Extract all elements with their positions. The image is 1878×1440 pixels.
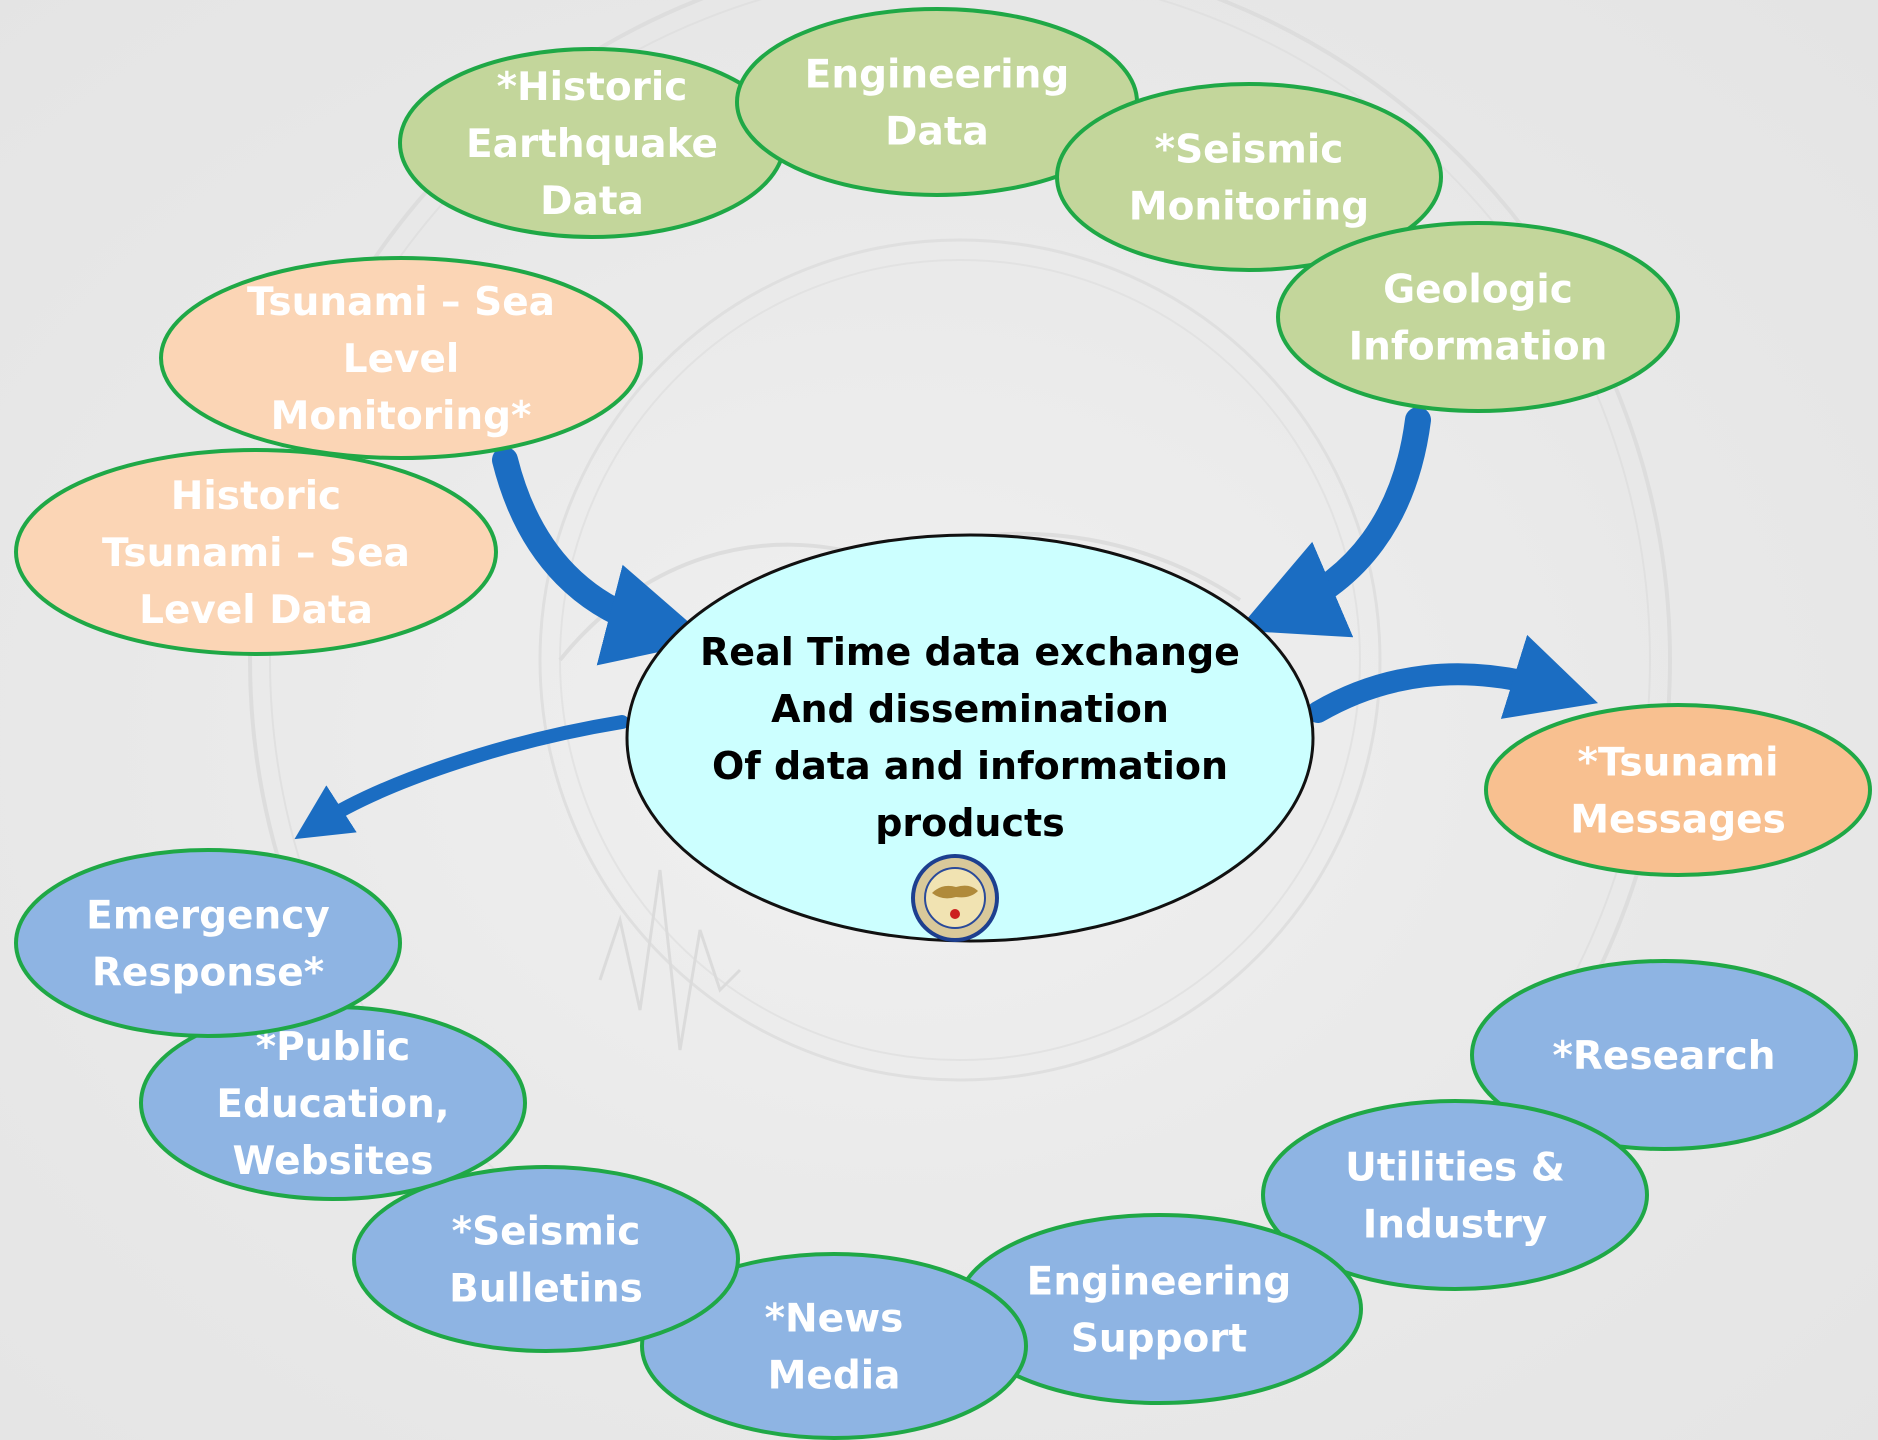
node-label-tsunami-sea-level-monitoring-1: Tsunami – Sea bbox=[247, 280, 555, 325]
node-label-utilities-industry-1: Utilities & bbox=[1345, 1146, 1565, 1191]
node-label-historic-tsunami-sea-level-data-3: Level Data bbox=[139, 588, 373, 633]
node-label-tsunami-sea-level-monitoring-3: Monitoring* bbox=[271, 394, 532, 439]
node-ellipse-geologic-information bbox=[1276, 221, 1680, 413]
node-label-tsunami-sea-level-monitoring-2: Level bbox=[343, 337, 460, 382]
node-label-geologic-information-2: Information bbox=[1349, 325, 1608, 370]
arrow-from-geologic-information bbox=[1237, 407, 1431, 638]
node-label-engineering-support-2: Support bbox=[1071, 1317, 1247, 1362]
arrow-from-tsunami-monitoring bbox=[492, 447, 711, 666]
node-label-engineering-data-1: Engineering bbox=[805, 53, 1070, 98]
hub-line-1: Real Time data exchange bbox=[700, 630, 1240, 674]
node-label-research-1: *Research bbox=[1553, 1034, 1776, 1079]
node-ellipse-tsunami-sea-level-monitoring bbox=[159, 256, 643, 460]
node-label-emergency-response-2: Response* bbox=[92, 951, 324, 996]
node-ellipse-utilities-industry bbox=[1261, 1099, 1649, 1291]
hub-line-2: And dissemination bbox=[771, 687, 1169, 731]
node-utilities-industry: Utilities & Industry bbox=[1261, 1099, 1649, 1291]
node-label-utilities-industry-2: Industry bbox=[1363, 1203, 1547, 1248]
flow-arrows bbox=[294, 407, 1599, 840]
node-label-historic-tsunami-sea-level-data-2: Tsunami – Sea bbox=[102, 531, 410, 576]
node-label-seismic-monitoring-2: Monitoring bbox=[1129, 185, 1369, 230]
node-ellipse-emergency-response bbox=[14, 848, 402, 1038]
node-ellipse-tsunami-messages bbox=[1484, 703, 1872, 877]
node-label-historic-earthquake-data-3: Data bbox=[540, 179, 644, 224]
node-ellipse-research bbox=[1470, 959, 1858, 1151]
node-label-emergency-response-1: Emergency bbox=[86, 894, 330, 939]
node-label-public-education-websites-3: Websites bbox=[233, 1139, 434, 1184]
node-label-public-education-websites-2: Education, bbox=[216, 1082, 449, 1127]
node-label-historic-earthquake-data-1: *Historic bbox=[497, 65, 688, 110]
node-layer: Tsunami – SeaLevelMonitoring*HistoricTsu… bbox=[14, 7, 1872, 1440]
node-label-engineering-data-2: Data bbox=[885, 110, 989, 155]
node-label-historic-earthquake-data-2: Earthquake bbox=[466, 122, 718, 167]
node-label-tsunami-messages-2: Messages bbox=[1570, 798, 1786, 843]
node-label-seismic-monitoring-1: *Seismic bbox=[1155, 128, 1344, 173]
arrow-to-tsunami-messages bbox=[1307, 634, 1599, 723]
arrow-to-emergency-response bbox=[294, 715, 629, 840]
node-label-engineering-support-1: Engineering bbox=[1027, 1260, 1292, 1305]
node-ellipse-news-media bbox=[640, 1252, 1028, 1440]
node-ellipse-seismic-bulletins bbox=[352, 1165, 740, 1353]
red-sismica-logo bbox=[911, 854, 999, 942]
node-label-historic-tsunami-sea-level-data-1: Historic bbox=[171, 474, 341, 519]
node-label-news-media-1: *News bbox=[765, 1297, 904, 1342]
central-hub: Real Time data exchange And disseminatio… bbox=[625, 533, 1315, 943]
node-label-tsunami-messages-1: *Tsunami bbox=[1578, 741, 1779, 786]
hub-line-3: Of data and information bbox=[712, 744, 1228, 788]
node-label-geologic-information-1: Geologic bbox=[1383, 268, 1573, 313]
node-research: *Research bbox=[1470, 959, 1858, 1151]
hub-line-4: products bbox=[875, 801, 1065, 845]
node-ellipse-historic-tsunami-sea-level-data bbox=[14, 448, 498, 656]
node-label-public-education-websites-1: *Public bbox=[256, 1025, 411, 1070]
node-ellipse-seismic-monitoring bbox=[1055, 82, 1443, 272]
node-label-seismic-bulletins-2: Bulletins bbox=[449, 1267, 643, 1312]
node-label-news-media-2: Media bbox=[768, 1354, 901, 1399]
node-label-seismic-bulletins-1: *Seismic bbox=[452, 1210, 641, 1255]
hub-ellipse bbox=[625, 533, 1315, 943]
